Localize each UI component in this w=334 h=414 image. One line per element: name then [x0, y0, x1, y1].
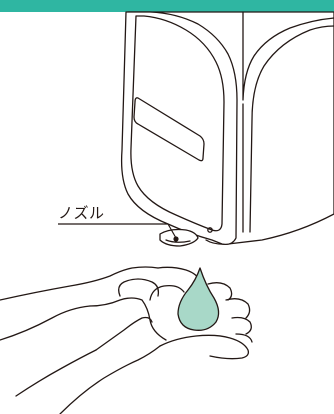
soap-dispenser: [122, 12, 334, 246]
cupped-hands: [0, 267, 252, 414]
right-thumb: [96, 318, 152, 351]
left-palm: [90, 298, 166, 340]
right-arm-upper: [16, 350, 96, 396]
nozzle-label: ノズル: [58, 202, 105, 224]
right-arm: [60, 346, 160, 414]
left-arm: [0, 267, 158, 300]
callout-dot: [173, 236, 178, 241]
nozzle-base: [160, 230, 198, 247]
left-arm-lower: [0, 306, 90, 340]
soap-drop: [178, 268, 219, 330]
dispenser-front-cover: [122, 12, 237, 244]
